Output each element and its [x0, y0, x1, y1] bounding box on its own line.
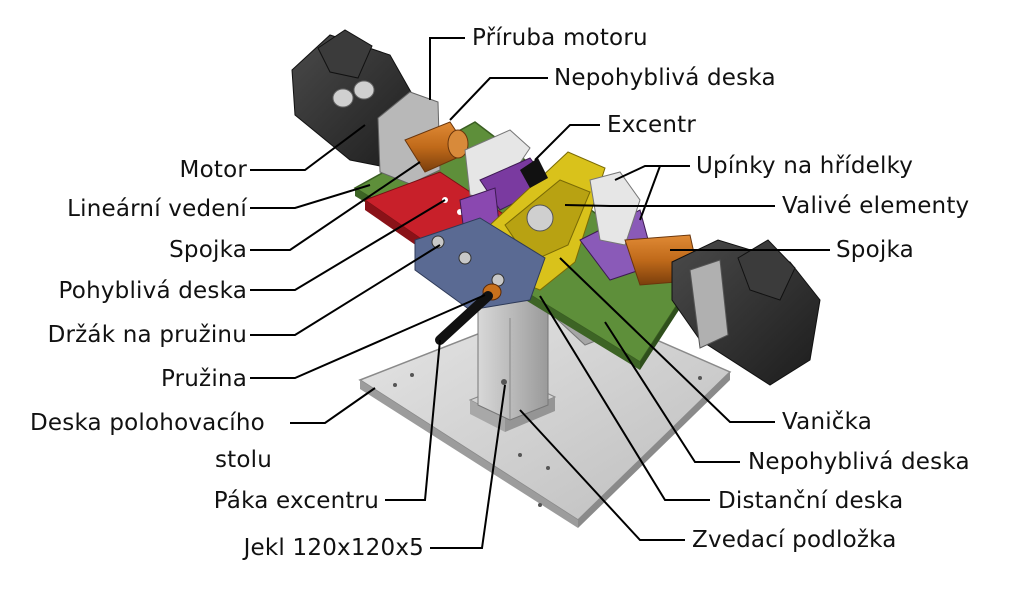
label-spojka-left: Spojka: [169, 237, 247, 263]
leader-valive: [564, 204, 775, 207]
eccentric-lever: [435, 291, 493, 345]
label-spojka-right: Spojka: [836, 237, 914, 263]
label-zvedaci: Zvedací podložka: [692, 527, 897, 553]
leader-spojka-left: [250, 161, 421, 251]
leader-distancni: [539, 295, 710, 501]
label-paka: Páka excentru: [213, 488, 379, 514]
leader-upinky-2: [639, 165, 690, 221]
label-drzak: Držák na pružinu: [47, 322, 247, 348]
label-pohyblive: Pohyblivá deska: [58, 278, 247, 304]
label-linearni: Lineární vedení: [67, 196, 247, 222]
label-motor: Motor: [179, 157, 247, 183]
leader-upinky: [614, 165, 690, 181]
label-pruzina: Pružina: [160, 366, 247, 392]
label-nepohyblive-deska-bottom: Nepohyblivá deska: [748, 449, 970, 475]
leader-priruba: [429, 37, 465, 100]
label-nepohyblive-deska-top: Nepohyblivá deska: [554, 65, 776, 91]
right-motor: [671, 239, 821, 386]
leader-linearni: [250, 184, 371, 209]
leader-deska-stolu: [290, 387, 376, 424]
leader-nepohyblive-bottom: [604, 321, 740, 463]
label-vanicka: Vanička: [782, 409, 873, 435]
leader-jekl: [430, 384, 506, 549]
label-distancni: Distanční deska: [718, 488, 904, 514]
label-excentr: Excentr: [607, 112, 696, 138]
leader-zvedaci: [519, 409, 685, 541]
leader-paka: [385, 339, 441, 501]
leader-pruzina: [250, 294, 486, 379]
spring-holder: [414, 217, 546, 311]
steel-column: [477, 289, 549, 421]
leader-motor: [250, 124, 366, 171]
leader-lines: [250, 37, 830, 549]
label-jekl: Jekl 120x120x5: [243, 535, 424, 561]
leader-nepohyblive-top: [449, 77, 548, 121]
label-priruba-motoru: Příruba motoru: [472, 25, 648, 51]
label-deska-stolu-2: stolu: [215, 447, 273, 473]
leader-vanicka: [559, 257, 775, 423]
label-valive: Valivé elementy: [782, 193, 970, 219]
label-upinky: Upínky na hřídelky: [696, 153, 914, 179]
leader-pohyblive: [250, 199, 446, 291]
label-deska-stolu-1: Deska polohovacího: [30, 410, 265, 436]
leader-drzak: [250, 244, 441, 336]
eccentric: [520, 158, 548, 188]
left-coupling: [404, 121, 471, 173]
leader-excentr: [534, 124, 600, 161]
